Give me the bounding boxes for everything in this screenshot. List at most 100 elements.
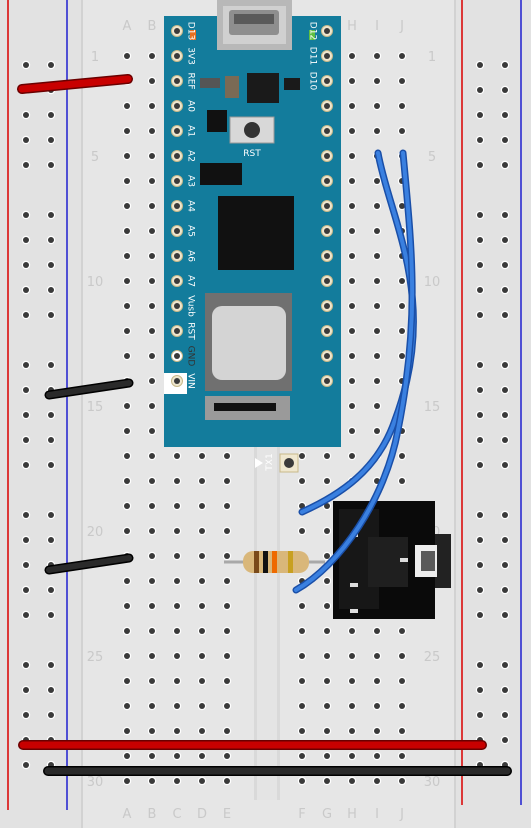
- arduino-pin-hole: [324, 353, 330, 359]
- breadboard-hole-center: [349, 678, 355, 684]
- breadboard-hole-center: [349, 353, 355, 359]
- breadboard-hole-center: [324, 728, 330, 734]
- rail-hole-center: [502, 462, 508, 468]
- rail-hole-center: [502, 312, 508, 318]
- breadboard-hole-center: [349, 103, 355, 109]
- rail-hole-center: [502, 362, 508, 368]
- reset-button[interactable]: [229, 116, 275, 144]
- row-number-label: 20: [87, 525, 104, 540]
- breadboard-hole-center: [124, 603, 130, 609]
- column-label: H: [347, 807, 357, 822]
- breadboard-hole-center: [399, 753, 405, 759]
- audio-jack[interactable]: [333, 501, 451, 619]
- breadboard-hole-center: [124, 528, 130, 534]
- breadboard-hole-center: [124, 53, 130, 59]
- rail-hole-center: [477, 287, 483, 293]
- breadboard-hole-center: [349, 653, 355, 659]
- rail-hole-center: [477, 312, 483, 318]
- right-power-rail-panel: [455, 0, 531, 828]
- rail-hole-center: [23, 612, 29, 618]
- rail-hole-center: [48, 512, 54, 518]
- breadboard-hole-center: [324, 478, 330, 484]
- rail-hole-center: [477, 387, 483, 393]
- breadboard-hole-center: [299, 628, 305, 634]
- rail-hole-center: [48, 462, 54, 468]
- column-label: H: [347, 19, 357, 34]
- rail-hole-center: [23, 762, 29, 768]
- rail-hole-center: [502, 412, 508, 418]
- arduino-pin-label: VIN: [186, 373, 196, 389]
- arduino-nano[interactable]: RST D133V3REFA0A1A2A3A4A5A6A7VusbRSTGNDV…: [164, 0, 341, 447]
- black-jumper-wire-gnd[interactable]: [44, 378, 134, 400]
- rail-hole-center: [477, 212, 483, 218]
- breadboard-hole-center: [124, 653, 130, 659]
- breadboard-hole-center: [374, 128, 380, 134]
- column-label: C: [172, 807, 181, 822]
- tx-pad-hole: [284, 458, 294, 468]
- breadboard-hole-center: [399, 453, 405, 459]
- breadboard-hole-center: [374, 378, 380, 384]
- arduino-pin-label: A3: [186, 175, 196, 187]
- breadboard-hole-center: [174, 553, 180, 559]
- breadboard-hole-center: [149, 428, 155, 434]
- rail-hole-center: [48, 262, 54, 268]
- breadboard-hole-center: [224, 453, 230, 459]
- tx-arrow-icon: [255, 458, 263, 468]
- resistor[interactable]: [224, 551, 325, 573]
- breadboard-hole-center: [399, 678, 405, 684]
- red-jumper-wire-top[interactable]: [17, 74, 133, 94]
- breadboard-hole-center: [124, 128, 130, 134]
- rail-hole-center: [48, 287, 54, 293]
- arduino-pin-label: A7: [186, 275, 196, 287]
- reset-button-cap[interactable]: [244, 122, 260, 138]
- rail-hole-center: [48, 437, 54, 443]
- breadboard-hole-center: [349, 453, 355, 459]
- breadboard-hole-center: [174, 528, 180, 534]
- column-label: J: [399, 19, 404, 34]
- breadboard-hole-center: [374, 53, 380, 59]
- row-number-label: 5: [428, 150, 436, 165]
- status-led: [309, 30, 315, 40]
- rail-hole-center: [48, 362, 54, 368]
- column-label: D: [197, 807, 207, 822]
- breadboard-hole-center: [374, 678, 380, 684]
- rail-hole-center: [23, 62, 29, 68]
- column-label: B: [148, 19, 157, 34]
- breadboard-hole-center: [199, 703, 205, 709]
- audio-jack-pin: [350, 583, 358, 587]
- breadboard-hole-center: [324, 503, 330, 509]
- rail-hole-center: [23, 662, 29, 668]
- arduino-pin-label: REF: [186, 72, 196, 89]
- breadboard-hole-center: [149, 753, 155, 759]
- rail-hole-center: [48, 587, 54, 593]
- breadboard-hole-center: [124, 228, 130, 234]
- breadboard-hole-center: [199, 778, 205, 784]
- breadboard-hole-center: [199, 453, 205, 459]
- breadboard-hole-center: [399, 278, 405, 284]
- breadboard-hole-center: [149, 253, 155, 259]
- resistor-band: [254, 551, 259, 573]
- rail-hole-center: [502, 587, 508, 593]
- breadboard-hole-center: [124, 703, 130, 709]
- rail-hole-center: [477, 687, 483, 693]
- breadboard-hole-center: [299, 678, 305, 684]
- breadboard-hole-center: [174, 728, 180, 734]
- black-jumper-wire-resistor[interactable]: [44, 553, 134, 575]
- blue-jumper-wire-2[interactable]: [292, 149, 416, 594]
- rail-hole-center: [502, 437, 508, 443]
- rail-hole-center: [48, 662, 54, 668]
- rail-hole-center: [502, 712, 508, 718]
- arduino-pin-hole: [174, 128, 180, 134]
- arduino-pin-label: A6: [186, 250, 196, 262]
- resistor-band: [288, 551, 293, 573]
- rail-hole-center: [23, 412, 29, 418]
- breadboard-hole-center: [149, 78, 155, 84]
- rail-hole-center: [477, 537, 483, 543]
- breadboard-hole-center: [124, 403, 130, 409]
- breadboard-hole-center: [374, 353, 380, 359]
- breadboard-hole-center: [349, 303, 355, 309]
- breadboard-hole-center: [149, 403, 155, 409]
- rail-hole-center: [477, 462, 483, 468]
- breadboard-hole-center: [199, 603, 205, 609]
